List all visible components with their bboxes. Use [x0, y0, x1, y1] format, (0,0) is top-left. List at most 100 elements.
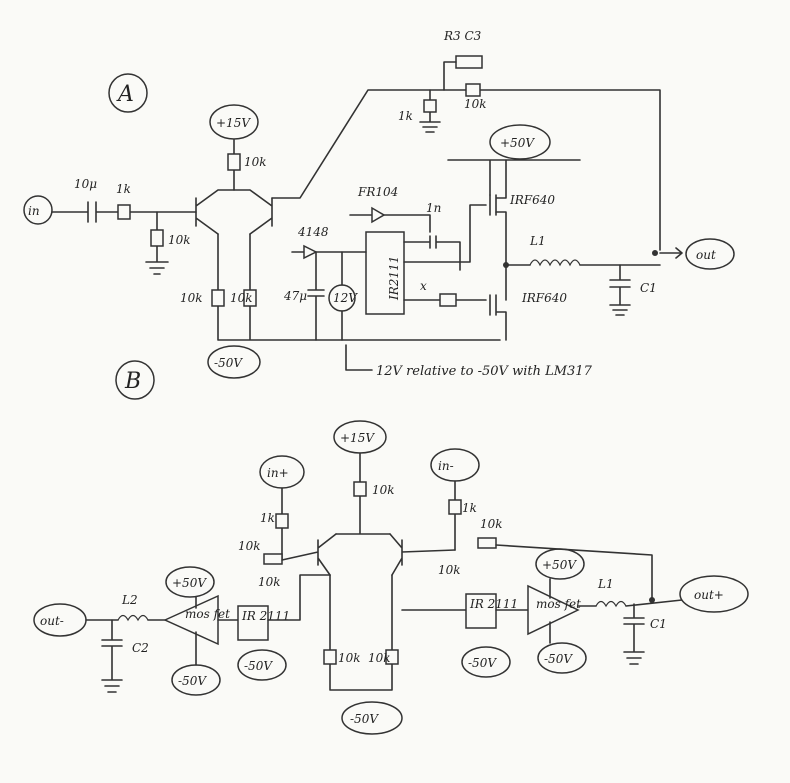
inductor-l2 — [117, 614, 149, 622]
bias-resistor — [150, 229, 164, 247]
circuit-a: A in 10μ 1k 10k 10k +15V 10k 10k -50V R3… — [23, 29, 735, 379]
supply-minus50-driver-left-label: -50V — [244, 659, 273, 673]
output-arrow — [659, 247, 683, 259]
supply-minus50-driver-right-label: -50V — [468, 656, 497, 670]
b-load-wiring — [329, 574, 393, 691]
driver-left-wiring — [267, 574, 331, 621]
supply-minus50-right — [537, 642, 587, 674]
boot-cap-label: 1n — [426, 201, 441, 215]
bias-wiring — [145, 211, 169, 275]
bias-resistor-value: 10k — [168, 233, 191, 247]
half-bridge-node — [495, 211, 507, 301]
note-leader — [345, 344, 373, 371]
b-tail-resistor-value: 10k — [372, 483, 395, 497]
b-diff-pair — [281, 533, 456, 576]
section-b-circle — [115, 360, 155, 400]
tail-resistor — [227, 153, 241, 171]
supply-plus50-left — [165, 566, 215, 598]
supply-plus50-left-label: +50V — [172, 576, 207, 590]
input-resistor-value: 1k — [116, 182, 131, 196]
driver-right-label: IR 2111 — [469, 597, 518, 611]
supply-minus50-driver-right — [461, 646, 511, 678]
b-tail-resistor — [353, 481, 367, 497]
supply-minus50-b — [341, 701, 403, 735]
driver-ic-label: IR2111 — [387, 256, 401, 301]
b-load-resistor-1-value: 10k — [338, 651, 361, 665]
supply-cap-label: 47μ — [283, 289, 307, 303]
plus50-rail — [447, 159, 581, 196]
small-diode — [303, 244, 318, 260]
high-mosfet-label: IRF640 — [509, 193, 555, 207]
gate-resistor — [439, 293, 457, 307]
driver-ic — [365, 231, 405, 315]
b-load-resistor-2 — [385, 649, 399, 665]
mosfet-left-label: mos fet — [185, 607, 230, 621]
cap-c2 — [101, 619, 123, 693]
circuit-b: B +15V 10k in+ 1k 10k 10k in- 1k 10k 10k… — [33, 360, 749, 735]
v12-label: 12V — [333, 291, 358, 305]
section-b-label: B — [124, 369, 141, 394]
load-resistor-1 — [211, 289, 225, 307]
bootstrap-diode-label: FR104 — [357, 185, 398, 199]
mosfet-left-wiring — [195, 596, 239, 666]
output-minus-label: out- — [40, 614, 64, 628]
inductor-l2-label: L2 — [121, 593, 138, 607]
bootstrap-diode-wiring — [349, 214, 431, 233]
input-wiring — [51, 201, 197, 223]
supply-minus50-left-label: -50V — [178, 674, 207, 688]
input-minus-resistor-value: 1k — [462, 501, 477, 515]
input-minus-resistor — [448, 499, 462, 515]
out-plus-wiring — [577, 599, 683, 607]
b-feedback-wiring — [495, 544, 653, 601]
b-load-resistor-2-value: 10k — [368, 651, 391, 665]
supply-plus15-b-label: +15V — [340, 431, 375, 445]
driver-left — [237, 605, 269, 641]
output-cap — [609, 264, 631, 316]
cap-c2-label: C2 — [132, 641, 149, 655]
supply-plus50-a — [489, 124, 551, 160]
mosfet-right-label: mos fet — [536, 597, 581, 611]
feedback-wiring — [271, 89, 661, 251]
b-load-resistor-1 — [323, 649, 337, 665]
bias-right-resistor-value: 10k — [438, 563, 461, 577]
feedback-resistor-small-value: 1k — [398, 109, 413, 123]
feedback-ground — [419, 61, 457, 133]
input-minus-label: in- — [438, 459, 454, 473]
supply-plus15-a-label: +15V — [216, 116, 251, 130]
output-plus-terminal — [679, 575, 749, 613]
driver-right — [465, 593, 497, 629]
section-a-label: A — [116, 82, 134, 107]
bootstrap-diode — [371, 206, 386, 224]
input-resistor — [117, 204, 131, 220]
diff-pair — [195, 189, 273, 235]
supply-plus50-right-label: +50V — [542, 558, 577, 572]
feedback-resistor-small — [423, 99, 437, 113]
output-cap-label: C1 — [640, 281, 657, 295]
load-wiring — [217, 233, 501, 341]
supply-minus50-a-label: -50V — [214, 356, 243, 370]
rc-network — [455, 55, 483, 69]
inductor-l1-b — [595, 600, 627, 608]
input-cap-value: 10μ — [74, 177, 97, 191]
inductor-l1 — [529, 259, 581, 267]
input-terminal — [23, 195, 53, 225]
tail-resistor-value: 10k — [244, 155, 267, 169]
lm317-note: 12V relative to -50V with LM317 — [376, 364, 593, 379]
supply-minus50-b-label: -50V — [350, 712, 379, 726]
input-label: in — [28, 204, 40, 218]
low-mosfet — [403, 294, 507, 341]
cap-c1-b-label: C1 — [650, 617, 667, 631]
input-plus-resistor — [275, 513, 289, 529]
boot-cap-wiring — [403, 235, 461, 271]
fb-right-resistor-value: 10k — [480, 517, 503, 531]
input-plus-label: in+ — [267, 466, 289, 480]
supply-minus50-right-label: -50V — [544, 652, 573, 666]
inductor-l1-b-label: L1 — [597, 577, 614, 591]
driver-left-label: IR 2111 — [241, 609, 290, 623]
driver-pin-x: x — [420, 279, 427, 293]
cap-c1-b — [623, 603, 645, 665]
supply-minus50-a — [207, 345, 261, 379]
load-resistor-1-value: 10k — [180, 291, 203, 305]
low-mosfet-label: IRF640 — [521, 291, 567, 305]
inductor-l1-label: L1 — [529, 234, 546, 248]
